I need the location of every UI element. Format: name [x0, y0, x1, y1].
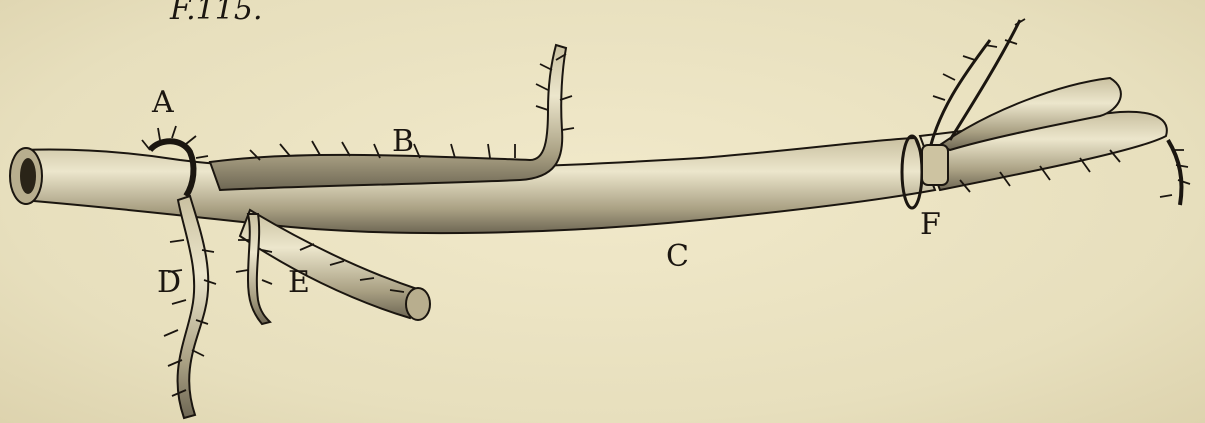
branch-d: [178, 196, 209, 418]
label-d: D: [157, 268, 181, 298]
label-f: F: [920, 210, 941, 240]
label-b: B: [392, 127, 414, 157]
label-c: C: [666, 242, 689, 272]
branch-b: [210, 45, 566, 190]
ligature-knot: [922, 145, 948, 185]
label-a: A: [152, 88, 174, 118]
main-vessel: [22, 138, 935, 233]
label-e: E: [288, 268, 310, 298]
